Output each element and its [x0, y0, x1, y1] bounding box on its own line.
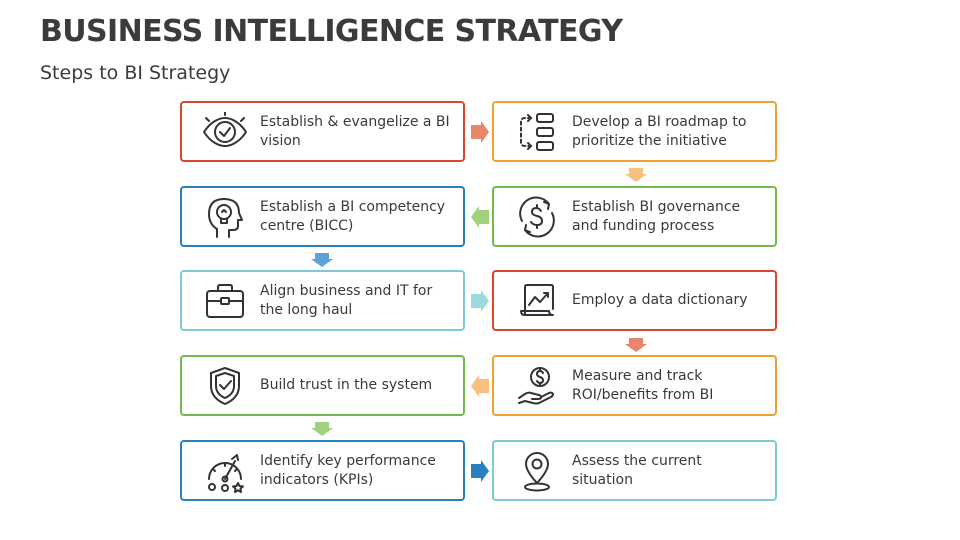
step-label: Identify key performance indicators (KPI…: [260, 452, 436, 488]
kpi-gauge-icon: [200, 446, 250, 496]
step-card-measure-roi: Measure and track ROI/benefits from BI: [492, 355, 777, 416]
arrow-left-icon: [471, 206, 489, 228]
arrow-right-icon: [471, 460, 489, 482]
hand-coin-icon: [512, 361, 562, 411]
step-label: Align business and IT for the long haul: [260, 282, 433, 318]
step-card-establish-governance: Establish BI governance and funding proc…: [492, 186, 777, 247]
briefcase-icon: [200, 276, 250, 326]
step-card-assess-situation: Assess the current situation: [492, 440, 777, 501]
arrow-down-icon: [625, 338, 647, 352]
head-bulb-icon: [200, 192, 250, 242]
step-label: Establish a BI competency centre (BICC): [260, 198, 446, 234]
step-card-develop-roadmap: Develop a BI roadmap to prioritize the i…: [492, 101, 777, 162]
shield-check-icon: [200, 361, 250, 411]
step-label: Develop a BI roadmap to prioritize the i…: [572, 113, 747, 149]
arrow-left-icon: [471, 375, 489, 397]
chart-document-icon: [512, 276, 562, 326]
dollar-cycle-icon: [512, 192, 562, 242]
step-label: Establish BI governance and funding proc…: [572, 198, 741, 234]
roadmap-icon: [512, 107, 562, 157]
arrow-down-icon: [311, 253, 333, 267]
step-label: Measure and track ROI/benefits from BI: [572, 367, 714, 403]
step-card-establish-vision: Establish & evangelize a BI vision: [180, 101, 465, 162]
page-subtitle: Steps to BI Strategy: [40, 62, 231, 84]
arrow-down-icon: [625, 168, 647, 182]
arrow-down-icon: [311, 422, 333, 436]
step-card-data-dictionary: Employ a data dictionary: [492, 270, 777, 331]
location-pin-icon: [512, 446, 562, 496]
step-card-identify-kpis: Identify key performance indicators (KPI…: [180, 440, 465, 501]
step-label: Build trust in the system: [260, 377, 433, 393]
step-label: Establish & evangelize a BI vision: [260, 113, 450, 149]
step-label: Employ a data dictionary: [572, 292, 748, 308]
eye-check-icon: [200, 107, 250, 157]
step-label: Assess the current situation: [572, 452, 702, 488]
arrow-right-icon: [471, 290, 489, 312]
page-title: BUSINESS INTELLIGENCE STRATEGY: [40, 14, 623, 49]
step-card-build-trust: Build trust in the system: [180, 355, 465, 416]
step-card-establish-bicc: Establish a BI competency centre (BICC): [180, 186, 465, 247]
arrow-right-icon: [471, 121, 489, 143]
step-card-align-business-it: Align business and IT for the long haul: [180, 270, 465, 331]
